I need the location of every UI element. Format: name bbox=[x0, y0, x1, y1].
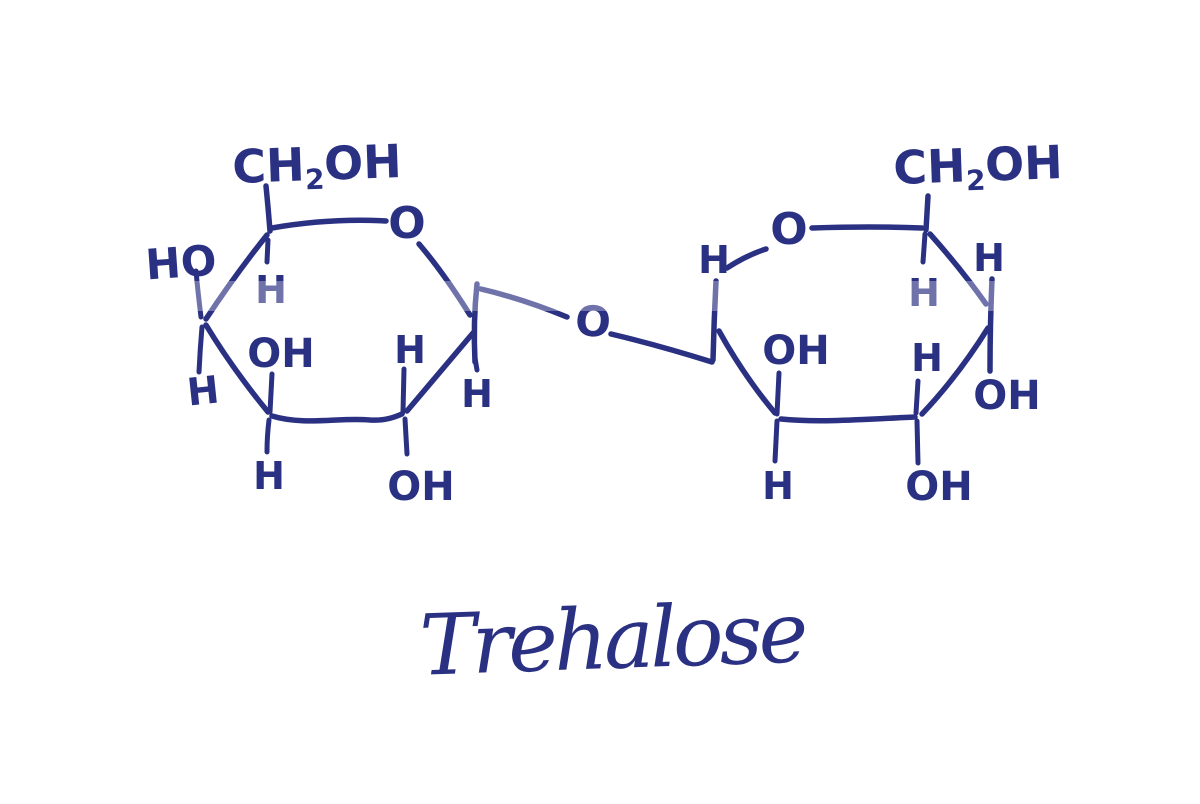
bond-anomeric-to-ring-oxygen-right bbox=[724, 246, 769, 271]
bond-c4-bar-right bbox=[987, 276, 995, 374]
bond-oh-tick-c3-down-right bbox=[914, 418, 921, 466]
ch2oh-pre: CH bbox=[231, 137, 305, 193]
h-label-c3-inner-right: H bbox=[911, 336, 943, 380]
bond-h-tick-c5-inner-left bbox=[264, 237, 271, 265]
glycosidic-bridge-bonds bbox=[478, 286, 715, 365]
bond-h-tick-c3-inner-right bbox=[913, 378, 921, 416]
oh-label-c2-below-left: OH bbox=[387, 464, 454, 510]
ring-oxygen-label-right: O bbox=[770, 204, 807, 255]
bond-oh-tick-c2-up-right bbox=[774, 370, 782, 417]
bond-h-tick-c4-left bbox=[196, 324, 205, 375]
bond-bridge-right bbox=[608, 331, 715, 365]
bond-oh-tick-c3-up-left bbox=[267, 371, 275, 415]
left-ring-labels: CH2OH O HO H OH H H H OH H bbox=[144, 134, 493, 510]
bond-ring-edge-bottom-left bbox=[269, 411, 405, 424]
bond-ring-edge-bottom-right bbox=[778, 414, 918, 424]
bond-h-tick-c5-inner-right bbox=[920, 231, 928, 265]
h-label-anomeric-left: H bbox=[461, 372, 493, 416]
h-label-c2-above-left: H bbox=[394, 328, 426, 372]
oh-label-c4-below-right: OH bbox=[973, 373, 1040, 419]
bond-bridge-left bbox=[478, 286, 570, 320]
bond-ring-oxygen-to-c5-right bbox=[809, 224, 925, 231]
h-label-anomeric-above-right: H bbox=[698, 238, 730, 282]
bond-h-tick-c2-down-right bbox=[772, 418, 780, 464]
bond-ring-edge-c2-anomeric-left bbox=[404, 330, 476, 414]
bond-anomeric-bar-left bbox=[471, 281, 480, 365]
ch2oh-label-left: CH2OH bbox=[231, 134, 402, 199]
h-label-c5-inner-left: H bbox=[255, 268, 287, 312]
ho-label-left: HO bbox=[144, 236, 218, 290]
ch2oh-pre: CH bbox=[892, 138, 966, 194]
watermark-band bbox=[0, 281, 1200, 311]
bond-ring-oxygen-to-anomeric-left bbox=[416, 241, 473, 318]
ch2oh-label-right: CH2OH bbox=[892, 135, 1063, 200]
ch2oh-post: OH bbox=[984, 135, 1063, 192]
ch2oh-post: OH bbox=[323, 134, 402, 191]
bond-c5-to-ring-oxygen-left bbox=[269, 217, 389, 231]
bridge-oxygen-label: O bbox=[574, 296, 613, 347]
bond-ring-edge-anomeric-c2-right bbox=[716, 328, 778, 416]
bond-h-tick-c3-down-left bbox=[264, 417, 272, 455]
bond-h-tick-anomeric-left bbox=[472, 355, 480, 373]
bond-oh-tick-c2-down-left bbox=[402, 416, 410, 457]
h-label-c2-below-right: H bbox=[762, 464, 794, 508]
ring-oxygen-label-left: O bbox=[388, 198, 425, 249]
left-ring-bonds bbox=[193, 183, 480, 457]
oh-label-c3-below-right: OH bbox=[905, 464, 972, 510]
ch2oh-sub: 2 bbox=[305, 163, 326, 197]
h-label-c4-left: H bbox=[185, 367, 221, 414]
bond-ring-edge-c5-c4-right bbox=[927, 231, 989, 307]
bond-ho-stem-left bbox=[193, 268, 204, 320]
bond-h-tick-c2-up-left bbox=[400, 366, 407, 415]
h-label-c4-above-right: H bbox=[973, 236, 1005, 280]
right-ring-labels: H O CH2OH H H OH H OH H OH bbox=[698, 135, 1063, 510]
oh-label-c3-inner-left: OH bbox=[247, 331, 314, 377]
h-label-c3-below-left: H bbox=[253, 454, 285, 498]
ch2oh-sub: 2 bbox=[966, 164, 987, 198]
molecule-title: Trehalose bbox=[418, 583, 806, 694]
bond-ring-edge-c5-c4-left bbox=[203, 232, 270, 322]
bond-ring-edge-c4-c3-left bbox=[203, 322, 271, 415]
h-label-c5-inner-right: H bbox=[908, 271, 940, 315]
bond-ring-edge-c4-c3-right bbox=[919, 325, 991, 417]
oh-label-c2-inner-right: OH bbox=[762, 328, 829, 374]
bond-ch2oh-stem-right bbox=[923, 193, 931, 233]
bond-anomeric-bar-right bbox=[710, 278, 719, 363]
right-ring-bonds bbox=[710, 193, 995, 466]
